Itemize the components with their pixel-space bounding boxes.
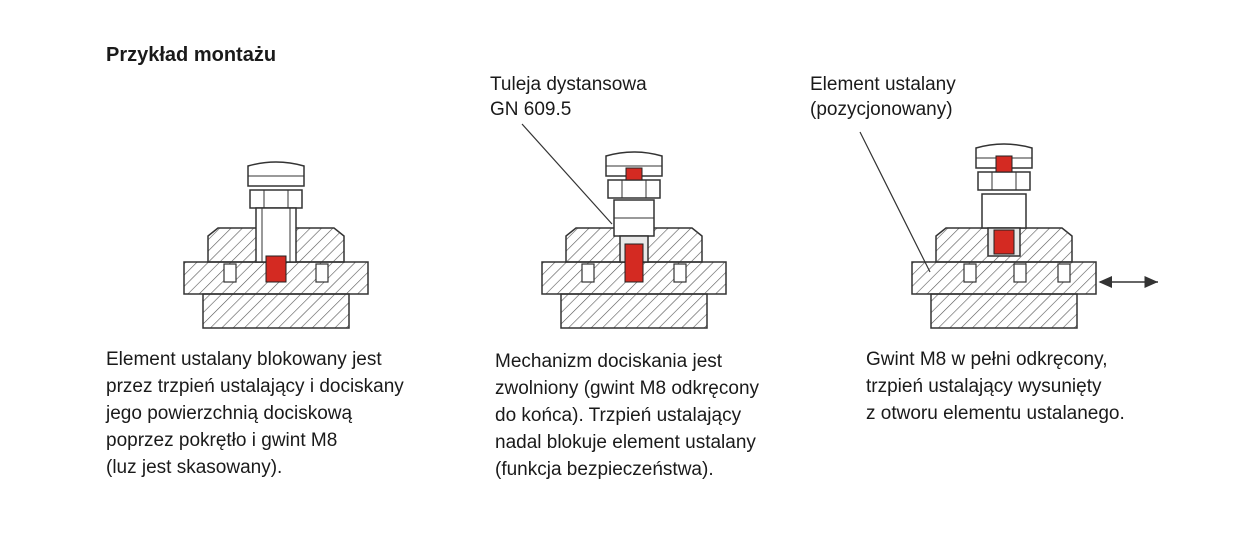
callout-element-line-1: Element ustalany xyxy=(810,74,956,95)
caption-fully-open: Gwint M8 w pełni odkręcony, trzpień usta… xyxy=(866,346,1125,427)
caption-line: nadal blokuje element ustalany xyxy=(495,432,756,453)
caption-line: zwolniony (gwint M8 odkręcony xyxy=(495,378,760,399)
caption-line: (funkcja bezpieczeństwa). xyxy=(495,459,714,480)
callout-positioned-element: Element ustalany (pozycjonowany) xyxy=(810,72,956,122)
caption-line: poprzez pokrętło i gwint M8 xyxy=(106,430,338,451)
callout-spacer-sleeve: Tuleja dystansowa GN 609.5 xyxy=(490,72,647,122)
leader-element xyxy=(859,131,931,273)
caption-line: Element ustalany blokowany jest xyxy=(106,349,382,370)
caption-locked: Element ustalany blokowany jest przez tr… xyxy=(106,346,404,481)
caption-line: przez trzpień ustalający i dociskany xyxy=(106,376,404,397)
page-title: Przykład montażu xyxy=(106,44,277,66)
caption-line: z otworu elementu ustalanego. xyxy=(866,403,1125,424)
callout-spacer-line-1: Tuleja dystansowa xyxy=(490,74,647,95)
caption-line: Mechanizm dociskania jest xyxy=(495,351,723,372)
caption-line: (luz jest skasowany). xyxy=(106,457,283,478)
callout-spacer-line-2: GN 609.5 xyxy=(490,99,572,120)
caption-line: Gwint M8 w pełni odkręcony, xyxy=(866,349,1108,370)
figure-locked xyxy=(183,161,369,329)
caption-line: jego powierzchnią dociskową xyxy=(106,403,353,424)
callout-element-line-2: (pozycjonowany) xyxy=(810,99,953,120)
caption-released: Mechanizm dociskania jest zwolniony (gwi… xyxy=(495,348,759,483)
figure-fully-open xyxy=(911,143,1097,329)
caption-line: trzpień ustalający wysunięty xyxy=(866,376,1102,397)
caption-line: do końca). Trzpień ustalający xyxy=(495,405,742,426)
figure-released xyxy=(541,151,727,329)
leader-spacer xyxy=(521,123,613,225)
